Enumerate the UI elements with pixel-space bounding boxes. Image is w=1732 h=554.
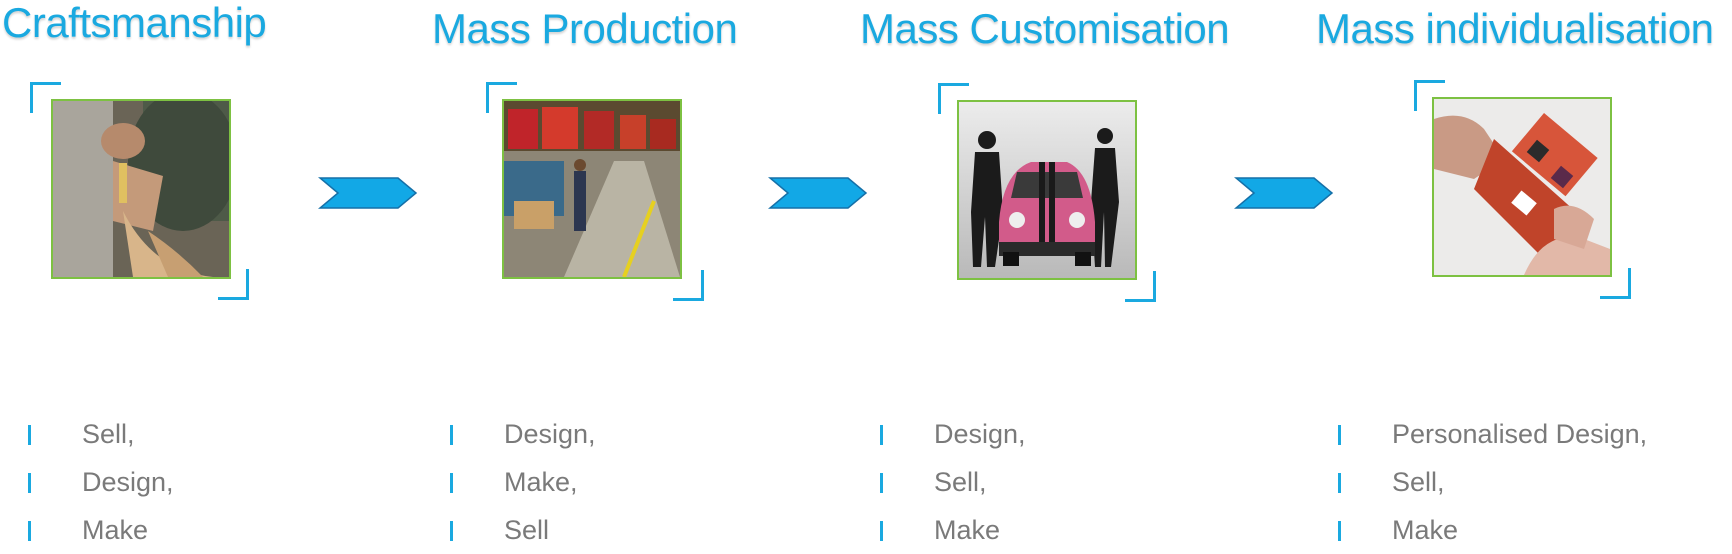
stage-title: Mass Customisation (860, 4, 1229, 54)
stage-title: Mass individualisation (1316, 4, 1714, 54)
assembly-line-photo (502, 99, 682, 279)
bullet-icon (880, 521, 883, 541)
stage-mass-individualisation: Mass individualisation Personalised Desi… (1316, 0, 1732, 542)
bullet-icon (1338, 521, 1341, 541)
bullet-icon (28, 473, 31, 493)
stage-craftsmanship: Craftsmanship Sell, Design, Make (0, 0, 400, 542)
corner-bracket-bottom-right (218, 269, 249, 300)
stage-mass-customisation: Mass Customisation (860, 0, 1260, 542)
bullet-icon (880, 425, 883, 445)
personalised-card-photo (1432, 97, 1612, 277)
stage-title: Craftsmanship (2, 0, 266, 48)
stage-mass-production: Mass Production Design, Make, Sell (430, 0, 830, 542)
chevron-arrow-icon (768, 176, 868, 210)
corner-bracket-bottom-right (1125, 271, 1156, 302)
bullet-icon (450, 473, 453, 493)
bullet-icon (450, 425, 453, 445)
stage-title: Mass Production (432, 4, 737, 54)
craftsman-photo (51, 99, 231, 279)
bullet-icon (28, 425, 31, 445)
bullet-icon (1338, 425, 1341, 445)
bullet-icon (450, 521, 453, 541)
corner-bracket-bottom-right (673, 270, 704, 301)
corner-bracket-bottom-right (1600, 268, 1631, 299)
chevron-arrow-icon (318, 176, 418, 210)
bullet-icon (880, 473, 883, 493)
bullet-icon (1338, 473, 1341, 493)
bullet-icon (28, 521, 31, 541)
custom-car-photo (957, 100, 1137, 280)
